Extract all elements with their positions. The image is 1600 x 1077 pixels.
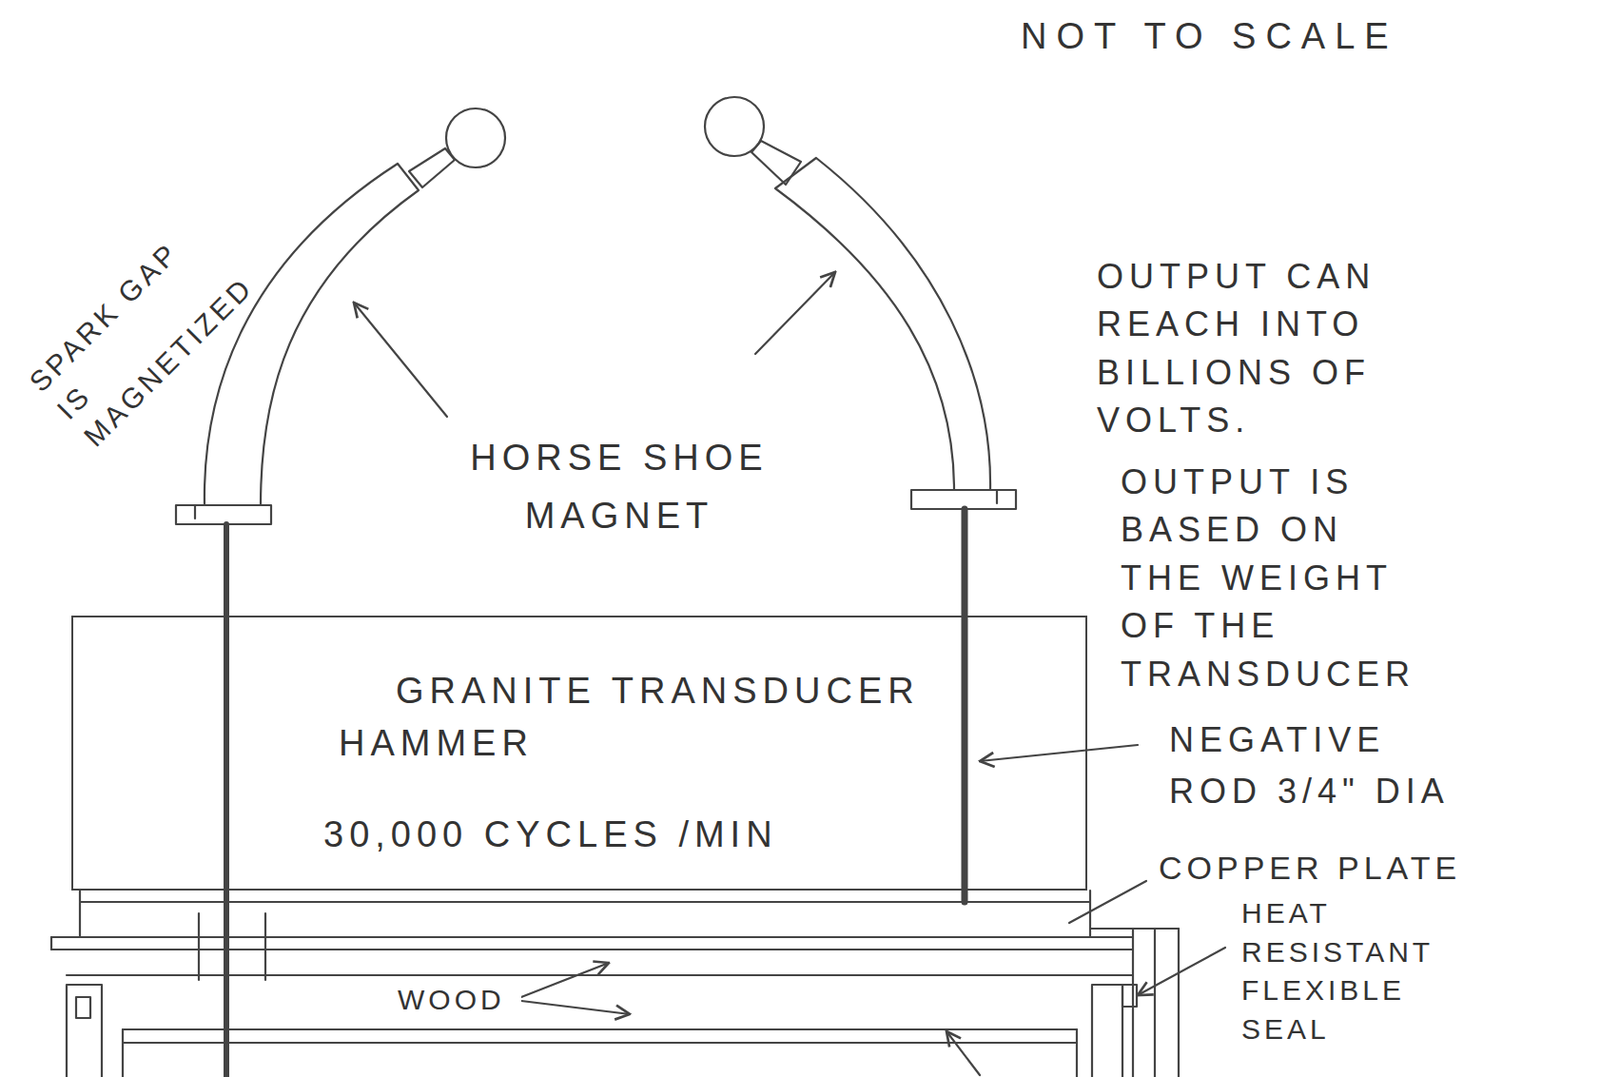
leader-arrow <box>946 1031 980 1075</box>
electrode-neck <box>409 148 455 188</box>
wood-label: WOOD <box>397 982 522 1017</box>
support-post <box>1092 984 1123 1077</box>
leader-arrow <box>755 272 836 354</box>
magnet-arm <box>775 157 991 490</box>
base-plate <box>78 890 81 937</box>
flange-mark <box>995 489 998 504</box>
spark-ball <box>446 108 506 168</box>
node-text: GRANITE TRANSDUCER HAMMER <box>338 664 948 770</box>
node-text: 30,000 CYCLES /MIN <box>323 808 933 861</box>
side-bracket <box>1131 928 1134 1077</box>
copper-plate <box>51 948 1133 951</box>
wood-board <box>122 1028 1077 1031</box>
wood-board <box>1075 1029 1078 1077</box>
side-bracket <box>1090 927 1179 930</box>
leader-arrow <box>521 1000 630 1015</box>
leader-arrow <box>979 744 1138 761</box>
rod-label: NEGATIVE ROD 3/4" DIA <box>1169 714 1474 818</box>
transducer-box: GRANITE TRANSDUCER HAMMER 30,000 CYCLES /… <box>71 615 1088 891</box>
rod-sleeve <box>197 913 200 980</box>
spark-ball <box>704 97 764 157</box>
spark-gap-label: SPARK GAP IS MAGNETIZED <box>20 212 265 456</box>
side-bracket <box>1177 928 1180 1077</box>
flange-mark <box>194 505 196 519</box>
scale-note: NOT TO SCALE <box>1020 13 1554 60</box>
wood-board <box>66 974 1133 976</box>
plate-label: COPPER PLATE <box>1158 846 1540 889</box>
positive-rod <box>223 524 230 1077</box>
wood-board <box>121 1029 124 1077</box>
leader-line <box>1069 880 1147 923</box>
base-plate <box>79 900 1091 903</box>
magnet-label: HORSE SHOE MAGNET <box>438 429 800 546</box>
output-note: OUTPUT CAN REACH INTO BILLIONS OF VOLTS. <box>1096 253 1421 446</box>
wood-board <box>122 1041 1077 1044</box>
electrode-neck <box>751 140 801 185</box>
magnet-flange <box>175 505 272 525</box>
magnet-arm <box>204 163 419 506</box>
side-bracket <box>1153 928 1156 1077</box>
leader-arrow <box>521 962 609 997</box>
leader-arrow <box>353 302 448 417</box>
leader-arrow <box>1137 947 1226 996</box>
negative-rod <box>961 508 969 902</box>
support-post <box>66 984 102 1077</box>
output-note: OUTPUT IS BASED ON THE WEIGHT OF THE TRA… <box>1120 458 1430 699</box>
seal-label: HEAT RESISTANT FLEXIBLE SEAL <box>1241 894 1480 1049</box>
copper-plate <box>51 936 1133 938</box>
rod-sleeve <box>264 913 267 980</box>
base-plate <box>1089 890 1092 937</box>
copper-plate <box>50 936 53 950</box>
post-bolt <box>76 996 91 1018</box>
flexible-seal <box>1122 984 1137 1007</box>
